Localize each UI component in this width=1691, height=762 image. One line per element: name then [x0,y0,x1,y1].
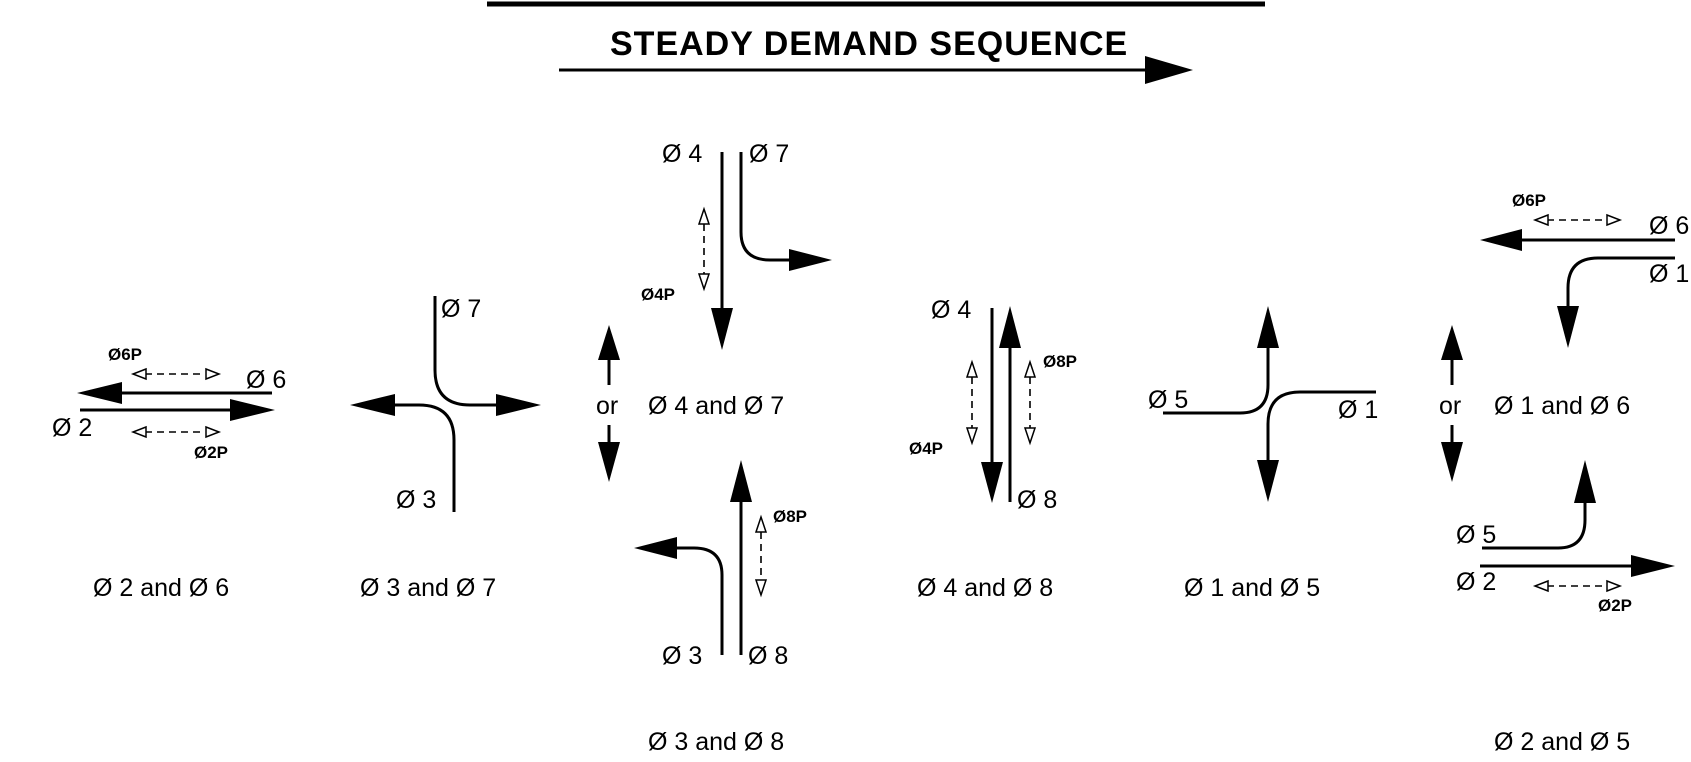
westbound-arrow [77,382,272,404]
caption: Ø 2 and Ø 5 [1494,728,1630,756]
pedestrian-8p-arrow [754,514,768,598]
pedestrian-6p-arrow [130,367,222,381]
northbound-left-turn-arrow [350,394,456,512]
diagram-phase-2-6: Ø6P Ø 6 Ø 2 Ø2P Ø 2 and Ø 6 [52,345,286,602]
pedestrian-4p-arrow [965,359,979,446]
phase-label-5: Ø 5 [1456,521,1496,549]
ped-label-6p: Ø6P [108,345,142,364]
or-connector-right: or [1439,325,1463,482]
phase-label-4: Ø 4 [662,140,702,168]
eastbound-arrow [80,399,275,421]
diagram-phase-4-8: Ø 4 Ø8P Ø4P Ø 8 Ø 4 and Ø 8 [909,296,1077,602]
pedestrian-2p-arrow [1532,579,1623,593]
ped-label-6p: Ø6P [1512,191,1546,210]
southbound-right-turn-arrow [433,296,541,416]
or-label: or [1439,392,1461,420]
ped-label-2p: Ø2P [1598,596,1632,615]
caption: Ø 3 and Ø 7 [360,574,496,602]
phase-label-1: Ø 1 [1649,260,1689,288]
diagram-phase-2-5: Ø 5 Ø 2 Ø2P Ø 2 and Ø 5 [1456,460,1675,756]
diagram-phase-1-5: Ø 5 Ø 1 Ø 1 and Ø 5 [1148,306,1378,602]
phase-label-7: Ø 7 [441,295,481,323]
caption-phase-4-7: Ø 4 and Ø 7 [648,392,784,420]
phase-label-2: Ø 2 [1456,568,1496,596]
phase-label-7: Ø 7 [749,140,789,168]
or-connector-left: or [596,325,620,482]
diagram-phase-3-8: Ø8P Ø 3 Ø 8 Ø 3 and Ø 8 [634,460,807,756]
page-title: STEADY DEMAND SEQUENCE [610,25,1128,63]
caption: Ø 3 and Ø 8 [648,728,784,756]
southbound-through-arrow [711,152,733,350]
ped-label-4p: Ø4P [641,285,675,304]
westbound-left-turn-arrow [1557,256,1675,348]
westbound-left-turn-arrow [1257,390,1376,502]
caption: Ø 2 and Ø 6 [93,574,229,602]
caption: Ø 4 and Ø 8 [917,574,1053,602]
diagram-phase-1-6: Ø6P Ø 6 Ø 1 [1480,191,1689,348]
eastbound-left-turn-arrow [1482,460,1596,550]
pedestrian-8p-arrow [1023,359,1037,446]
pedestrian-4p-arrow [697,206,711,292]
phase-label-3: Ø 3 [396,486,436,514]
phase-label-4: Ø 4 [931,296,971,324]
phase-label-8: Ø 8 [748,642,788,670]
phase-label-8: Ø 8 [1017,486,1057,514]
diagram-phase-4-7: Ø 4 Ø 7 Ø4P [641,140,832,350]
or-label: or [596,392,618,420]
ped-label-4p: Ø4P [909,439,943,458]
northbound-left-turn-arrow [634,537,724,655]
pedestrian-2p-arrow [130,425,222,439]
ped-label-2p: Ø2P [194,443,228,462]
phase-label-5: Ø 5 [1148,386,1188,414]
phase-label-2: Ø 2 [52,414,92,442]
eastbound-through-arrow [1480,555,1675,577]
caption-phase-1-6: Ø 1 and Ø 6 [1494,392,1630,420]
westbound-through-arrow [1480,229,1675,251]
northbound-through-arrow [730,460,752,655]
pedestrian-6p-arrow [1532,213,1623,227]
caption: Ø 1 and Ø 5 [1184,574,1320,602]
sequence-direction-arrow [559,56,1193,84]
eastbound-left-turn-arrow [1163,306,1279,415]
ped-label-8p: Ø8P [1043,352,1077,371]
phase-label-6: Ø 6 [246,366,286,394]
southbound-right-turn-arrow [739,152,832,271]
diagram-phase-3-7: Ø 7 Ø 3 Ø 3 and Ø 7 [350,295,541,602]
ped-label-8p: Ø8P [773,507,807,526]
phase-label-1: Ø 1 [1338,396,1378,424]
northbound-through-arrow [999,306,1021,502]
phase-label-3: Ø 3 [662,642,702,670]
southbound-through-arrow [981,308,1003,503]
phase-label-6: Ø 6 [1649,212,1689,240]
